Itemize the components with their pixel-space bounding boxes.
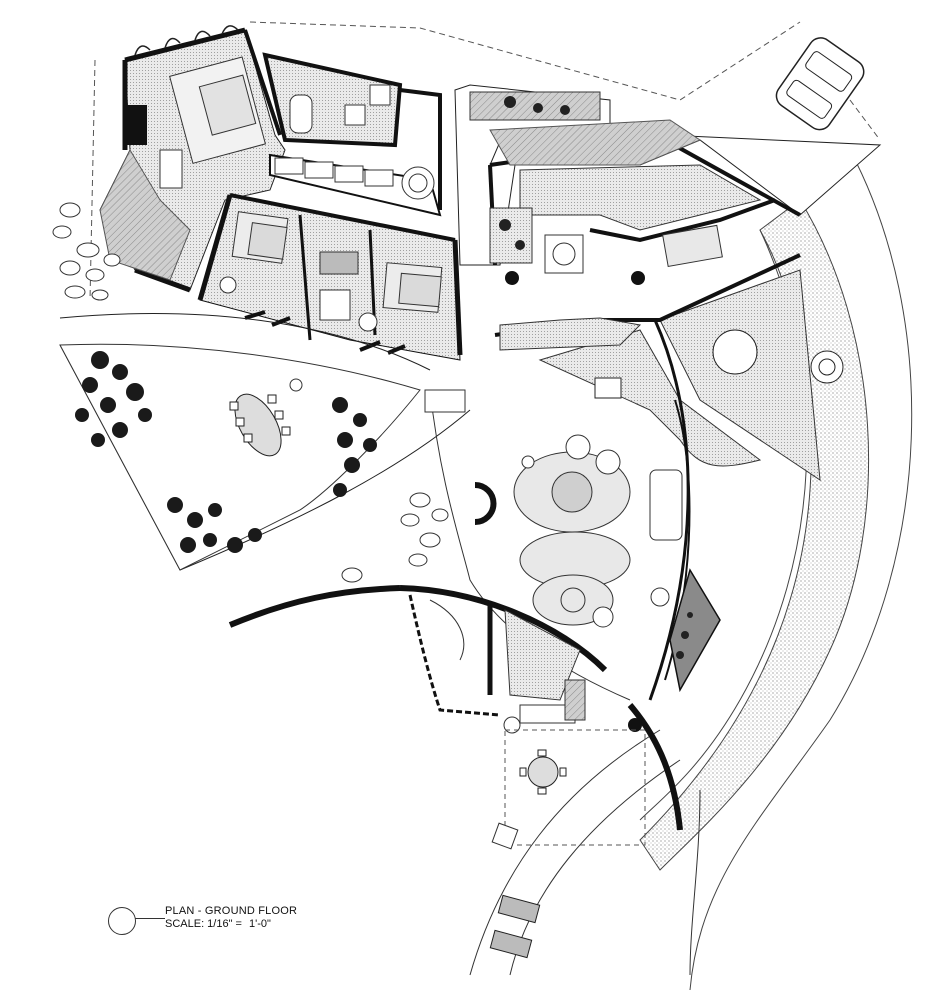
leader-line — [135, 918, 165, 919]
drawing-scale: SCALE: 1/16" = 1'-0" — [165, 918, 275, 931]
guest-bedrooms-wing — [197, 193, 463, 361]
courtyard-edges — [59, 313, 471, 571]
entry-and-office — [228, 585, 683, 831]
parked-car — [775, 37, 865, 131]
drawing-title-block: PLAN - GROUND FLOOR SCALE: 1/16" = 1'-0" — [108, 905, 348, 945]
landscape-curve — [639, 149, 913, 991]
garden-sector — [538, 269, 844, 481]
entry-patio-table — [504, 729, 646, 846]
stepping-stones — [341, 492, 449, 583]
master-bedroom-wing — [99, 25, 286, 293]
pool-loungers — [489, 822, 541, 959]
drawing-title: PLAN - GROUND FLOOR — [165, 905, 298, 917]
planter-wedge — [669, 568, 721, 693]
master-bathroom — [262, 52, 403, 148]
corridor-storage — [269, 88, 442, 217]
living-room — [424, 253, 801, 701]
site-boundary — [89, 21, 881, 301]
scale-value: 1'-0" — [249, 918, 271, 930]
section-marker-circle — [108, 907, 136, 935]
scale-label: SCALE: 1/16" = — [165, 918, 242, 930]
kitchen-wing — [454, 84, 882, 285]
outdoor-dining-area — [59, 343, 421, 571]
boulders — [52, 202, 121, 301]
